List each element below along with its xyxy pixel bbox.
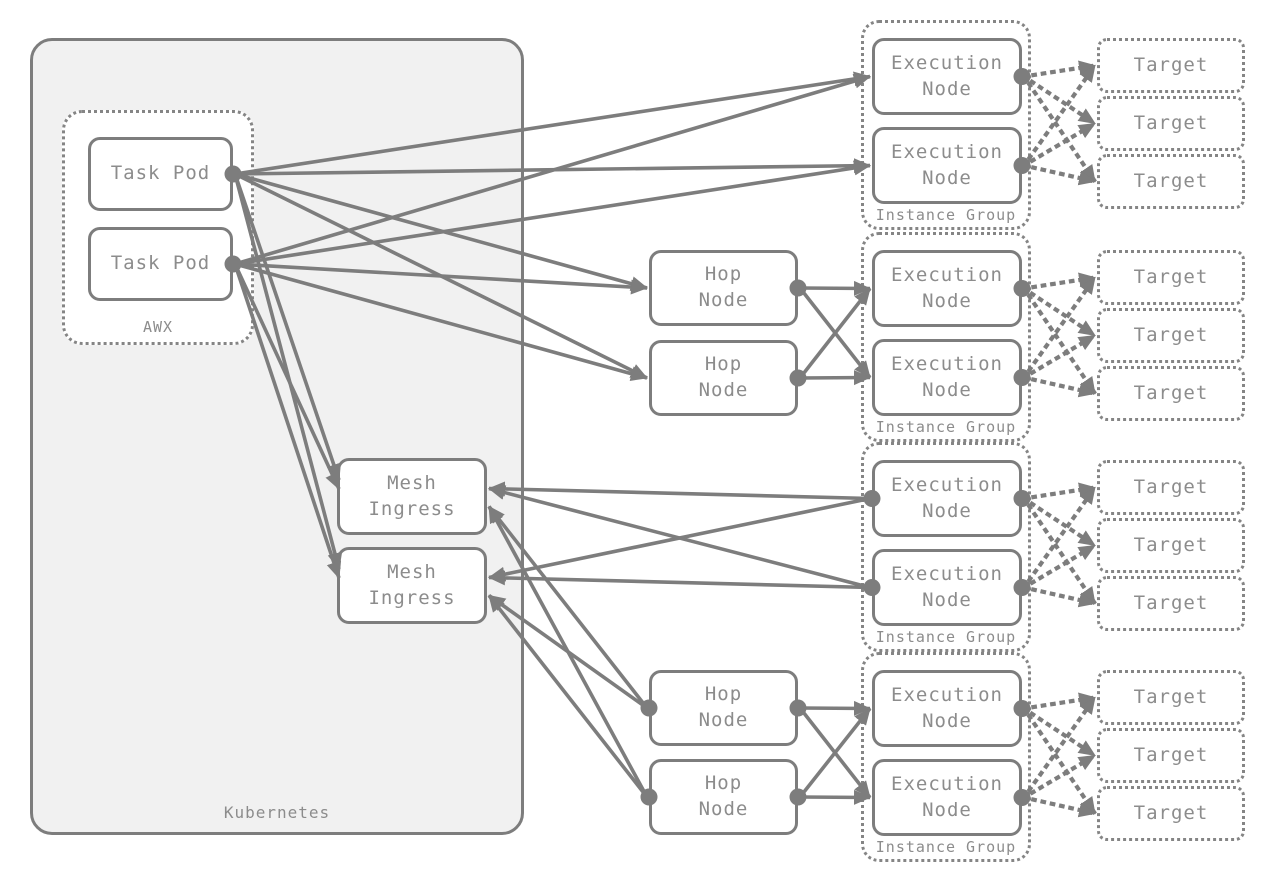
edge-exec_3a-t_3c: [1021, 495, 1098, 607]
execution-node-2a-node: Execution Node: [872, 250, 1022, 327]
edge-exec_4b-t_4a: [1021, 694, 1098, 801]
target-1b-label: Target: [1133, 111, 1209, 134]
execution-node-2a-label: Execution Node: [891, 263, 1003, 312]
target-3b-node: Target: [1097, 518, 1245, 573]
target-2b-label: Target: [1133, 323, 1209, 346]
edge-exec_4a-t_4a: [1021, 692, 1098, 711]
edge-hop_2-exec_2a: [798, 287, 872, 380]
execution-node-3a-label: Execution Node: [891, 473, 1003, 522]
edge-exec_3a-mesh_2: [488, 496, 871, 582]
edge-exec_1b-t_1a: [1021, 62, 1098, 169]
execution-node-2b-label: Execution Node: [891, 352, 1003, 401]
execution-node-1b-label: Execution Node: [891, 140, 1003, 189]
execution-node-4b-label: Execution Node: [891, 772, 1003, 821]
edge-exec_1a-t_1a: [1021, 60, 1098, 79]
instance-group-1-label: Instance Group: [875, 206, 1017, 224]
awx-label: AWX: [142, 318, 174, 336]
hop-node-2-node: Hop Node: [649, 340, 798, 416]
edge-exec_3b-t_3b: [1021, 542, 1098, 591]
execution-node-4a-node: Execution Node: [872, 670, 1022, 747]
edge-exec_3b-t_3c: [1021, 584, 1098, 608]
kubernetes-label: Kubernetes: [223, 803, 331, 822]
target-4b-label: Target: [1133, 743, 1209, 766]
execution-node-3b-node: Execution Node: [872, 549, 1022, 626]
task-pod-2-node: Task Pod: [88, 227, 233, 301]
edge-hop_2-exec_2b: [799, 370, 871, 386]
target-1a-label: Target: [1133, 53, 1209, 76]
target-4a-node: Target: [1097, 670, 1245, 725]
mesh-ingress-1-label: Mesh Ingress: [368, 471, 456, 520]
hop-node-1-label: Hop Node: [698, 263, 749, 311]
hop-node-3-node: Hop Node: [649, 670, 798, 746]
task-pod-1-label: Task Pod: [110, 162, 211, 185]
edge-exec_2a-t_2a: [1021, 272, 1098, 291]
edge-exec_3a-t_3a: [1021, 482, 1098, 501]
edge-exec_1b-t_1b: [1021, 120, 1098, 169]
edge-exec_1a-t_1c: [1021, 73, 1098, 185]
mesh-ingress-1-node: Mesh Ingress: [337, 458, 487, 535]
edge-exec_3a-mesh_1: [488, 481, 871, 501]
target-2a-node: Target: [1097, 250, 1245, 305]
target-1c-label: Target: [1133, 169, 1209, 192]
target-3b-label: Target: [1133, 533, 1209, 556]
mesh-ingress-2-label: Mesh Ingress: [368, 560, 456, 609]
edge-exec_2b-t_2a: [1021, 274, 1098, 381]
target-1a-node: Target: [1097, 38, 1245, 93]
instance-group-2-label: Instance Group: [875, 418, 1017, 436]
target-4c-label: Target: [1133, 801, 1209, 824]
edge-exec_1b-t_1c: [1021, 162, 1098, 186]
instance-group-4-label: Instance Group: [875, 838, 1017, 856]
edge-exec_3a-t_3b: [1021, 495, 1098, 549]
hop-node-2-label: Hop Node: [698, 353, 749, 401]
execution-node-1b-node: Execution Node: [872, 127, 1022, 204]
edge-exec_4a-t_4b: [1021, 705, 1098, 759]
target-1b-node: Target: [1097, 96, 1245, 151]
target-2b-node: Target: [1097, 308, 1245, 363]
target-3c-node: Target: [1097, 576, 1245, 631]
edge-hop_1-exec_2a: [799, 280, 871, 296]
execution-node-2b-node: Execution Node: [872, 339, 1022, 416]
target-3c-label: Target: [1133, 591, 1209, 614]
edge-exec_2b-t_2b: [1021, 332, 1098, 381]
mesh-ingress-2-node: Mesh Ingress: [337, 547, 487, 624]
edge-exec_3b-mesh_2: [488, 570, 871, 590]
target-4c-node: Target: [1097, 786, 1245, 841]
execution-node-3a-node: Execution Node: [872, 460, 1022, 537]
task-pod-2-label: Task Pod: [110, 252, 211, 275]
target-2c-node: Target: [1097, 366, 1245, 421]
instance-group-3-label: Instance Group: [875, 628, 1017, 646]
execution-node-4b-node: Execution Node: [872, 759, 1022, 836]
execution-node-3b-label: Execution Node: [891, 562, 1003, 611]
target-4a-label: Target: [1133, 685, 1209, 708]
execution-node-4a-label: Execution Node: [891, 683, 1003, 732]
edge-hop_3-exec_4b: [798, 706, 872, 799]
edge-exec_3b-t_3a: [1021, 484, 1098, 591]
target-4b-node: Target: [1097, 728, 1245, 783]
hop-node-3-label: Hop Node: [698, 683, 749, 731]
edge-exec_4b-t_4b: [1021, 752, 1098, 801]
target-3a-label: Target: [1133, 475, 1209, 498]
edge-exec_2a-t_2b: [1021, 285, 1098, 339]
edge-exec_2a-t_2c: [1021, 285, 1098, 397]
edge-hop_3-exec_4a: [799, 700, 871, 716]
execution-node-1a-node: Execution Node: [872, 38, 1022, 115]
target-2c-label: Target: [1133, 381, 1209, 404]
target-3a-node: Target: [1097, 460, 1245, 515]
edge-exec_2b-t_2c: [1021, 374, 1098, 398]
target-2a-label: Target: [1133, 265, 1209, 288]
edge-exec_3b-mesh_1: [488, 485, 871, 590]
edge-exec_4a-t_4c: [1021, 705, 1098, 817]
hop-node-4-node: Hop Node: [649, 759, 798, 835]
target-1c-node: Target: [1097, 154, 1245, 209]
edge-hop_1-exec_2b: [798, 286, 872, 379]
edge-exec_1a-t_1b: [1021, 73, 1098, 127]
edge-hop_4-exec_4b: [799, 789, 871, 805]
edge-hop_4-exec_4a: [798, 707, 872, 799]
hop-node-1-node: Hop Node: [649, 250, 798, 326]
edge-exec_4b-t_4c: [1021, 794, 1098, 818]
task-pod-1-node: Task Pod: [88, 137, 233, 211]
execution-node-1a-label: Execution Node: [891, 51, 1003, 100]
hop-node-4-label: Hop Node: [698, 772, 749, 820]
